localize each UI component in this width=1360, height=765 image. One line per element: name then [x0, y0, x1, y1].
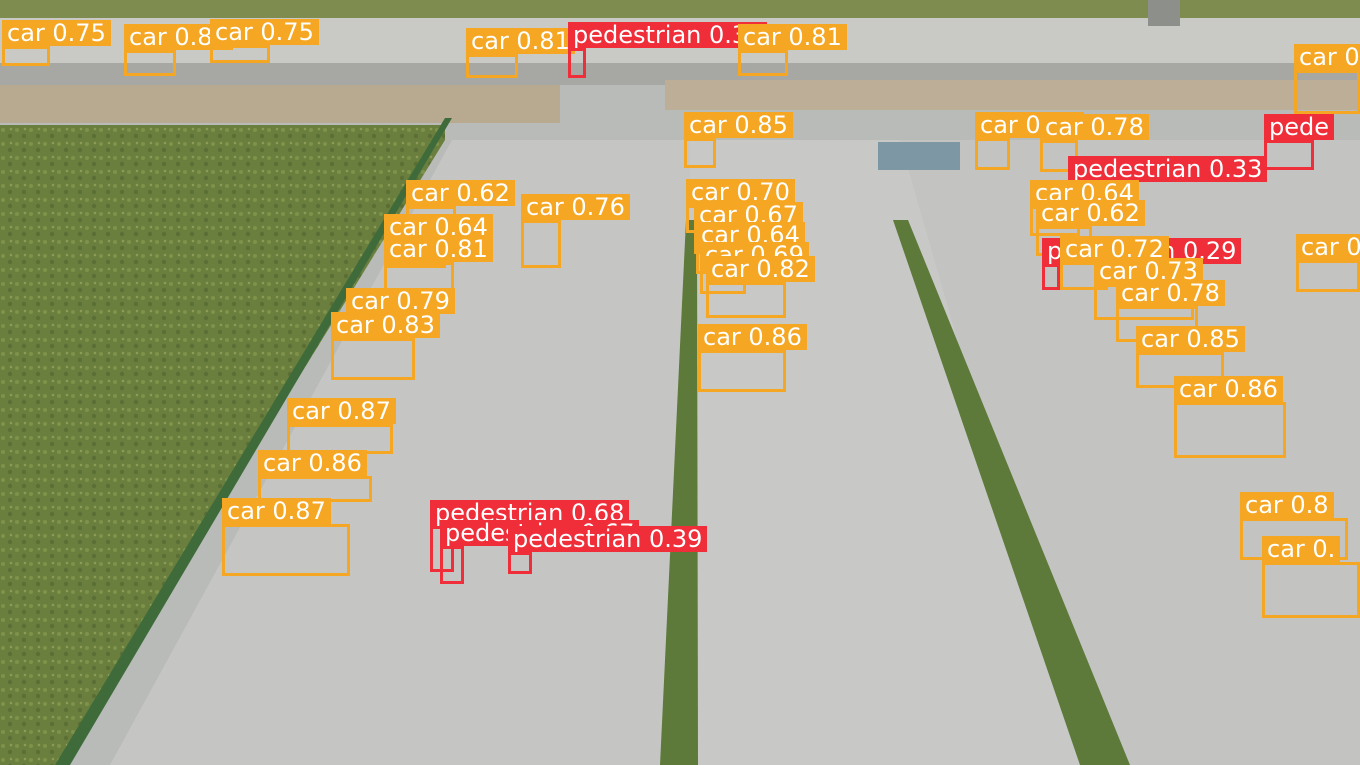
car-bbox	[1294, 70, 1360, 114]
car-label: car 0.78	[1116, 280, 1225, 306]
car-label: car 0.81	[738, 24, 847, 50]
car-label: car 0.8	[1240, 492, 1334, 518]
pedestrian-label: pede	[1264, 114, 1334, 140]
car-label: car 0.87	[222, 498, 331, 524]
car-label: car 0.86	[698, 324, 807, 350]
car-bbox	[331, 338, 415, 380]
car-bbox	[738, 50, 788, 76]
car-label: car 0.81	[466, 28, 575, 54]
car-label: car 0.82	[706, 256, 815, 282]
car-label: car 0.	[1296, 234, 1360, 260]
car-label: car 0.	[1262, 536, 1341, 562]
car-label: car 0.85	[1136, 326, 1245, 352]
car-label: car 0.76	[521, 194, 630, 220]
car-bbox	[210, 45, 270, 63]
car-bbox	[706, 282, 786, 318]
car-label: car 0.64	[384, 214, 493, 240]
car-label: car 0.62	[406, 180, 515, 206]
car-label: car 0.87	[287, 398, 396, 424]
car-bbox	[2, 46, 50, 66]
car-label: car 0.	[1294, 44, 1360, 70]
pedestrian-bbox	[1042, 264, 1060, 290]
car-bbox	[684, 138, 716, 168]
car-label: car 0.78	[1040, 114, 1149, 140]
car-label: car 0.83	[331, 312, 440, 338]
car-label: car 0.85	[684, 112, 793, 138]
car-label: car 0.62	[1036, 200, 1145, 226]
pedestrian-label: pedestrian 0.39	[508, 526, 708, 552]
car-bbox	[698, 350, 786, 392]
car-bbox	[466, 54, 518, 78]
pedestrian-bbox	[568, 48, 586, 78]
car-bbox	[1296, 260, 1360, 292]
car-bbox	[521, 220, 561, 268]
pedestrian-label: pedestrian 0.33	[1068, 156, 1268, 182]
car-label: car 0.81	[384, 236, 493, 262]
car-label: car 0.73	[1094, 258, 1203, 284]
car-label: car 0.86	[1174, 376, 1283, 402]
car-label: car 0.75	[210, 19, 319, 45]
pedestrian-bbox	[1264, 140, 1314, 170]
pedestrian-bbox	[440, 546, 464, 584]
car-label: car 0.79	[346, 288, 455, 314]
car-bbox	[975, 138, 1010, 170]
car-label: car 0.75	[2, 20, 111, 46]
car-label: car 0.86	[258, 450, 367, 476]
car-bbox	[222, 524, 350, 576]
pedestrian-bbox	[508, 552, 532, 574]
car-label: car 0.72	[1060, 236, 1169, 262]
pedestrian-label: pedestrian 0.33	[568, 22, 768, 48]
car-bbox	[124, 50, 176, 76]
car-bbox	[1174, 402, 1286, 458]
car-label: car 0.70	[686, 179, 795, 205]
car-bbox	[1262, 562, 1360, 618]
